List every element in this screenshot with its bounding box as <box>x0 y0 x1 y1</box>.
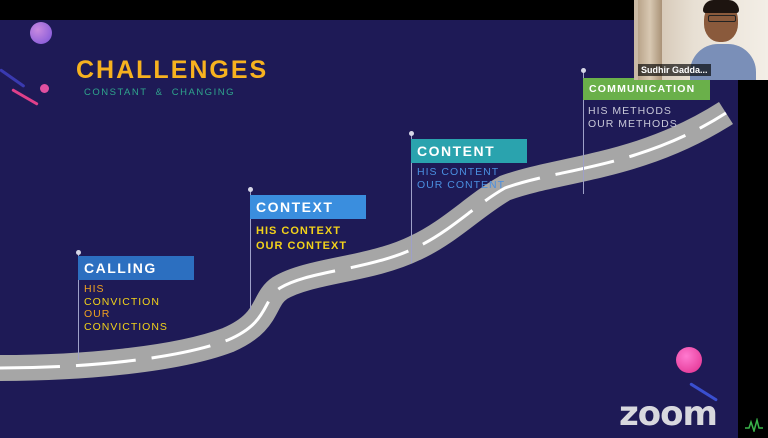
stage-desc-context: HIS CONTEXT OUR CONTEXT <box>256 224 347 254</box>
participant-video-tile[interactable]: Sudhir Gadda... <box>634 0 768 80</box>
participant-name: Sudhir Gadda... <box>638 64 711 76</box>
signal-icon <box>745 418 763 432</box>
calling-line-1: HIS <box>84 283 105 295</box>
content-line-1: HIS CONTENT <box>417 166 500 178</box>
presentation-slide: CHALLENGES CONSTANT & CHANGING CALLING H… <box>0 20 738 438</box>
communication-line-2: OUR METHODS <box>588 117 678 130</box>
participant-hair <box>703 0 739 13</box>
calling-line-4: CONVICTIONS <box>84 320 168 333</box>
communication-pin-line <box>583 72 584 194</box>
top-bar <box>0 0 768 20</box>
communication-pin-dot <box>581 68 586 73</box>
zoom-watermark: zoom <box>619 394 718 434</box>
content-pin-dot <box>409 131 414 136</box>
decorative-dot-pink <box>40 84 49 93</box>
content-line-2: OUR CONTENT <box>417 178 505 191</box>
calling-pin-line <box>78 252 79 360</box>
right-black-bar <box>738 80 768 438</box>
stage-label-content: CONTENT <box>411 139 527 163</box>
stage-label-context: CONTEXT <box>250 195 366 219</box>
calling-pin-dot <box>76 250 81 255</box>
stage-label-communication: COMMUNICATION <box>583 78 710 100</box>
stage-desc-content: HIS CONTENT OUR CONTENT <box>417 166 505 191</box>
calling-line-2: CONVICTION <box>84 295 160 308</box>
stage-desc-communication: HIS METHODS OUR METHODS <box>588 105 678 130</box>
context-pin-line <box>250 190 251 310</box>
stage-desc-calling: HIS CONVICTION OUR CONVICTIONS <box>84 283 168 333</box>
context-line-1: HIS CONTEXT <box>256 225 341 237</box>
context-line-2: OUR CONTEXT <box>256 240 348 252</box>
stage-label-calling: CALLING <box>78 256 194 280</box>
participant-glasses <box>708 15 736 22</box>
slide-subtitle: CONSTANT & CHANGING <box>84 87 235 98</box>
communication-line-1: HIS METHODS <box>588 105 672 117</box>
content-pin-line <box>411 135 412 263</box>
context-pin-dot <box>248 187 253 192</box>
decorative-orb-purple <box>30 22 52 44</box>
road-graphic <box>0 102 733 381</box>
slide-title: CHALLENGES <box>76 56 269 84</box>
calling-line-3: OUR <box>84 308 111 320</box>
decorative-orb-pink <box>676 347 702 373</box>
